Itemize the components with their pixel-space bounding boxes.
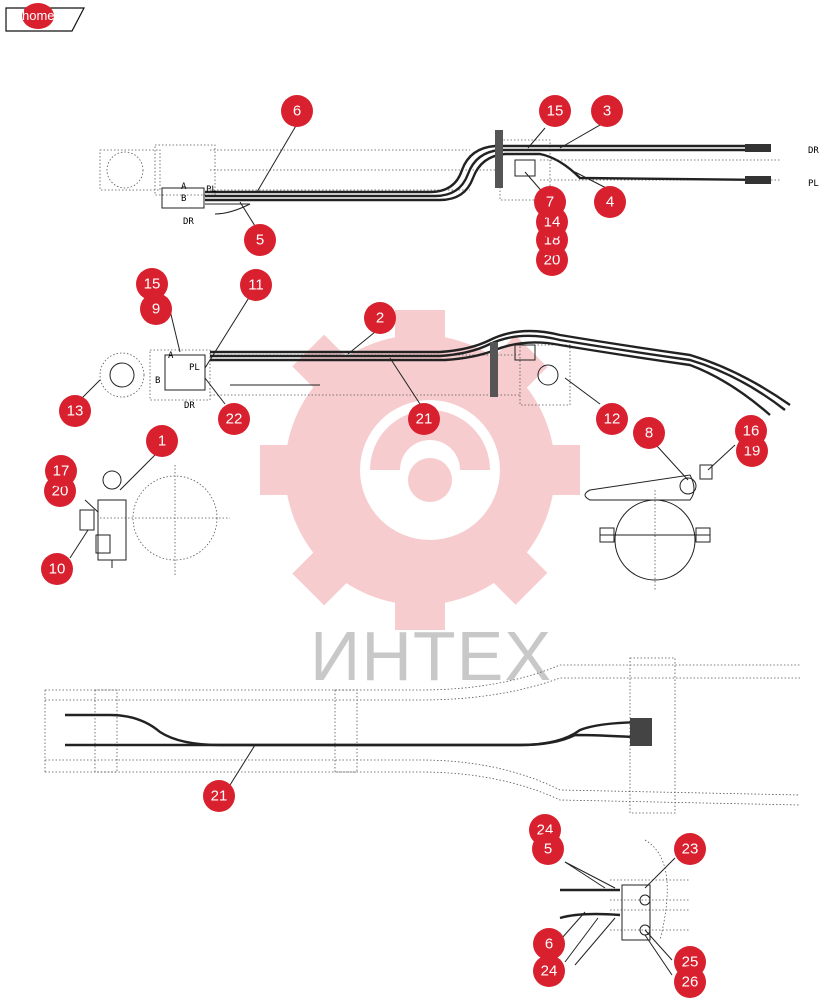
middle-port-b: B bbox=[155, 376, 160, 386]
callout-15-top[interactable]: 15 bbox=[539, 95, 571, 127]
valve-side-detail bbox=[79, 465, 230, 575]
callout-24-bottom[interactable]: 24 bbox=[533, 955, 565, 987]
top-port-b: B bbox=[181, 194, 186, 204]
home-button[interactable]: home bbox=[22, 3, 55, 29]
svg-text:21: 21 bbox=[211, 788, 228, 805]
svg-text:2: 2 bbox=[376, 310, 384, 327]
bracket-clamp-detail bbox=[584, 464, 713, 590]
callout-1[interactable]: 1 bbox=[146, 425, 178, 457]
callout-15-middle[interactable]: 15 bbox=[136, 268, 168, 300]
callout-4[interactable]: 4 bbox=[594, 186, 626, 218]
svg-text:19: 19 bbox=[744, 443, 761, 460]
svg-text:6: 6 bbox=[293, 103, 301, 120]
callout-16[interactable]: 16 bbox=[735, 415, 767, 447]
svg-text:24: 24 bbox=[541, 963, 558, 980]
callout-13[interactable]: 13 bbox=[59, 395, 91, 427]
watermark-text: ИНТЕХ bbox=[310, 617, 552, 695]
top-line-dr: DR bbox=[808, 146, 819, 156]
callout-21-bottom[interactable]: 21 bbox=[203, 780, 235, 812]
callout-7[interactable]: 7 bbox=[534, 186, 566, 218]
callout-3[interactable]: 3 bbox=[591, 95, 623, 127]
top-line-pl: PL bbox=[808, 179, 819, 189]
top-port-pl: PL bbox=[206, 185, 217, 195]
callout-21-middle[interactable]: 21 bbox=[408, 403, 440, 435]
svg-text:21: 21 bbox=[416, 411, 433, 428]
callout-17[interactable]: 17 bbox=[45, 455, 77, 487]
svg-text:13: 13 bbox=[67, 403, 84, 420]
svg-text:10: 10 bbox=[49, 561, 66, 578]
top-port-a: A bbox=[181, 182, 187, 192]
callout-26[interactable]: 26 bbox=[674, 966, 706, 998]
callout-11[interactable]: 11 bbox=[240, 269, 272, 301]
middle-port-a: A bbox=[168, 351, 174, 361]
svg-text:5: 5 bbox=[256, 232, 264, 249]
svg-text:20: 20 bbox=[544, 252, 561, 269]
svg-text:6: 6 bbox=[545, 936, 553, 953]
middle-port-dr: DR bbox=[184, 401, 195, 411]
middle-port-pl: PL bbox=[189, 363, 200, 373]
svg-text:16: 16 bbox=[743, 423, 760, 440]
svg-text:8: 8 bbox=[645, 425, 653, 442]
svg-text:20: 20 bbox=[52, 483, 69, 500]
callout-6-top[interactable]: 6 bbox=[281, 95, 313, 127]
leader-lines bbox=[69, 123, 736, 976]
svg-text:23: 23 bbox=[682, 841, 699, 858]
callout-5-bottom[interactable]: 5 bbox=[532, 833, 564, 865]
callout-8[interactable]: 8 bbox=[633, 417, 665, 449]
svg-text:9: 9 bbox=[152, 301, 160, 318]
callout-2[interactable]: 2 bbox=[364, 302, 396, 334]
svg-text:4: 4 bbox=[606, 194, 614, 211]
callout-23[interactable]: 23 bbox=[674, 833, 706, 865]
callout-10[interactable]: 10 bbox=[41, 553, 73, 585]
boom-bottom-view bbox=[44, 657, 801, 814]
callout-9[interactable]: 9 bbox=[140, 293, 172, 325]
svg-text:3: 3 bbox=[603, 103, 611, 120]
coupling-block-detail bbox=[559, 839, 690, 941]
callout-12[interactable]: 12 bbox=[596, 403, 628, 435]
watermark-gear bbox=[260, 310, 580, 630]
svg-text:25: 25 bbox=[682, 954, 699, 971]
svg-text:26: 26 bbox=[682, 974, 699, 991]
callout-6-bottom[interactable]: 6 bbox=[533, 928, 565, 960]
svg-text:12: 12 bbox=[604, 411, 621, 428]
middle-view-cylinder bbox=[99, 329, 791, 416]
svg-text:7: 7 bbox=[546, 194, 554, 211]
svg-text:15: 15 bbox=[547, 103, 564, 120]
svg-text:15: 15 bbox=[144, 276, 161, 293]
svg-text:11: 11 bbox=[248, 277, 264, 294]
callout-22[interactable]: 22 bbox=[218, 403, 250, 435]
svg-text:1: 1 bbox=[158, 433, 166, 450]
svg-text:22: 22 bbox=[226, 411, 243, 428]
svg-text:17: 17 bbox=[53, 463, 70, 480]
top-view-cylinder bbox=[99, 130, 780, 215]
svg-text:5: 5 bbox=[544, 841, 552, 858]
callout-5-top[interactable]: 5 bbox=[244, 224, 276, 256]
top-port-dr: DR bbox=[183, 217, 194, 227]
